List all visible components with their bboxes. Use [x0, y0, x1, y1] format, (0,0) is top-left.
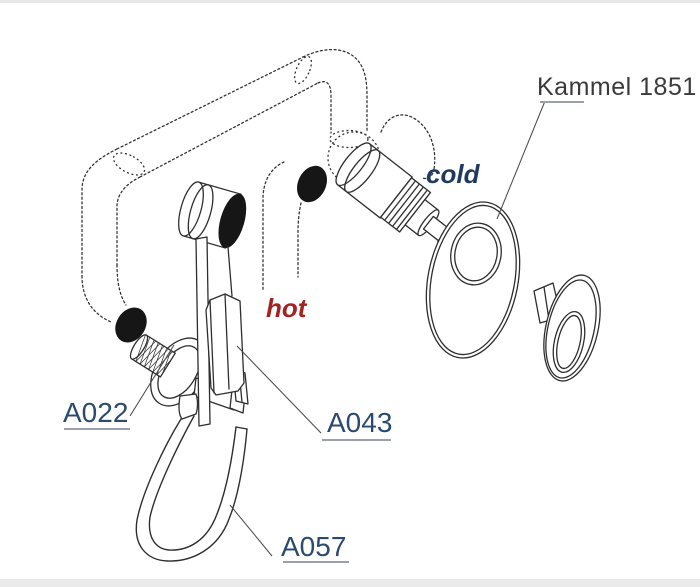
- product-name-label: Kammel 1851: [537, 73, 697, 101]
- escutcheon-plate-drawing: [425, 201, 521, 359]
- diverter-block: [205, 293, 245, 396]
- plate-hole: [450, 222, 502, 286]
- backplate-slot: [552, 310, 586, 374]
- valve-inlet-port: [296, 165, 328, 203]
- threaded-nipple: [129, 334, 176, 378]
- pipe-end-cap-left: [115, 307, 147, 343]
- shower-head-face: [218, 193, 247, 248]
- hose-loop: [135, 415, 248, 562]
- page-edge-top: [0, 0, 700, 3]
- leader-line-kammel: [496, 100, 546, 220]
- leader-line-a022: [129, 344, 175, 417]
- part-label-a057: A057: [281, 531, 347, 562]
- part-label-a022: A022: [63, 397, 129, 428]
- cold-water-label: cold: [426, 159, 480, 189]
- shower-grip: [195, 236, 233, 427]
- page-edge-bottom: [0, 579, 700, 587]
- shower-head: [178, 181, 247, 249]
- mixer-cartridge-drawing: [335, 142, 455, 250]
- pipe-end-caps: [115, 165, 328, 343]
- cold-pipe-arc: [380, 114, 436, 170]
- hot-pipe-line: [262, 161, 285, 291]
- leader-line-a043: [236, 345, 322, 434]
- hot-water-label: hot: [266, 293, 307, 323]
- leader-lines: [129, 100, 546, 557]
- part-label-a043: A043: [327, 407, 393, 438]
- hose-outlet: [178, 393, 199, 420]
- hand-shower-drawing: [129, 181, 249, 562]
- label-underlines: [64, 101, 584, 563]
- leader-line-a057: [229, 504, 273, 557]
- handle-backplate-drawing: [533, 274, 601, 382]
